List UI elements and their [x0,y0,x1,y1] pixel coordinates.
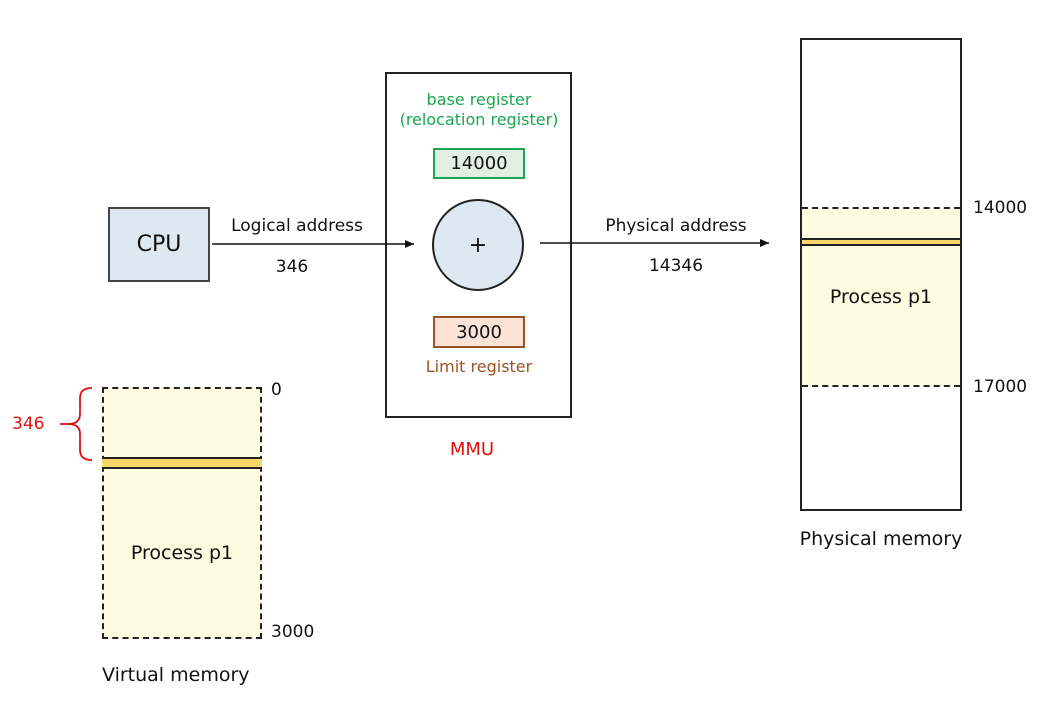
virtual-address-band [102,457,262,469]
cpu-label: CPU [136,232,182,257]
virtual-process-label: Process p1 [130,542,234,564]
physical-process-label: Process p1 [829,286,933,308]
offset-brace [67,387,93,461]
limit-register-label: Limit register [425,357,533,376]
virtual-offset-label: 346 [12,414,45,434]
adder-circle: + [432,199,524,291]
physical-address-label: Physical address [605,216,747,236]
virtual-memory-box [102,387,262,639]
logical-address-label: Logical address [231,216,363,236]
physical-address-band [802,238,960,246]
mmu-label: MMU [449,439,495,460]
adder-symbol: + [468,232,488,258]
physical-address-value: 14346 [648,256,704,276]
physical-end-address: 17000 [973,377,1028,397]
physical-memory-title: Physical memory [799,528,963,550]
base-register-value: 14000 [450,153,508,174]
virtual-start-address: 0 [271,380,282,400]
physical-start-address: 14000 [973,198,1028,218]
limit-register-value: 3000 [456,321,502,343]
virtual-memory-title: Virtual memory [102,664,250,686]
limit-register-value-box: 3000 [433,316,525,348]
physical-end-boundary [802,385,960,387]
physical-process-region [802,208,960,386]
virtual-end-address: 3000 [271,622,315,642]
physical-start-boundary [802,207,960,209]
logical-address-value: 346 [275,257,309,277]
base-register-value-box: 14000 [433,148,525,179]
base-register-label: base register [426,90,532,109]
cpu-box: CPU [108,207,210,282]
relocation-register-label: (relocation register) [399,110,559,129]
